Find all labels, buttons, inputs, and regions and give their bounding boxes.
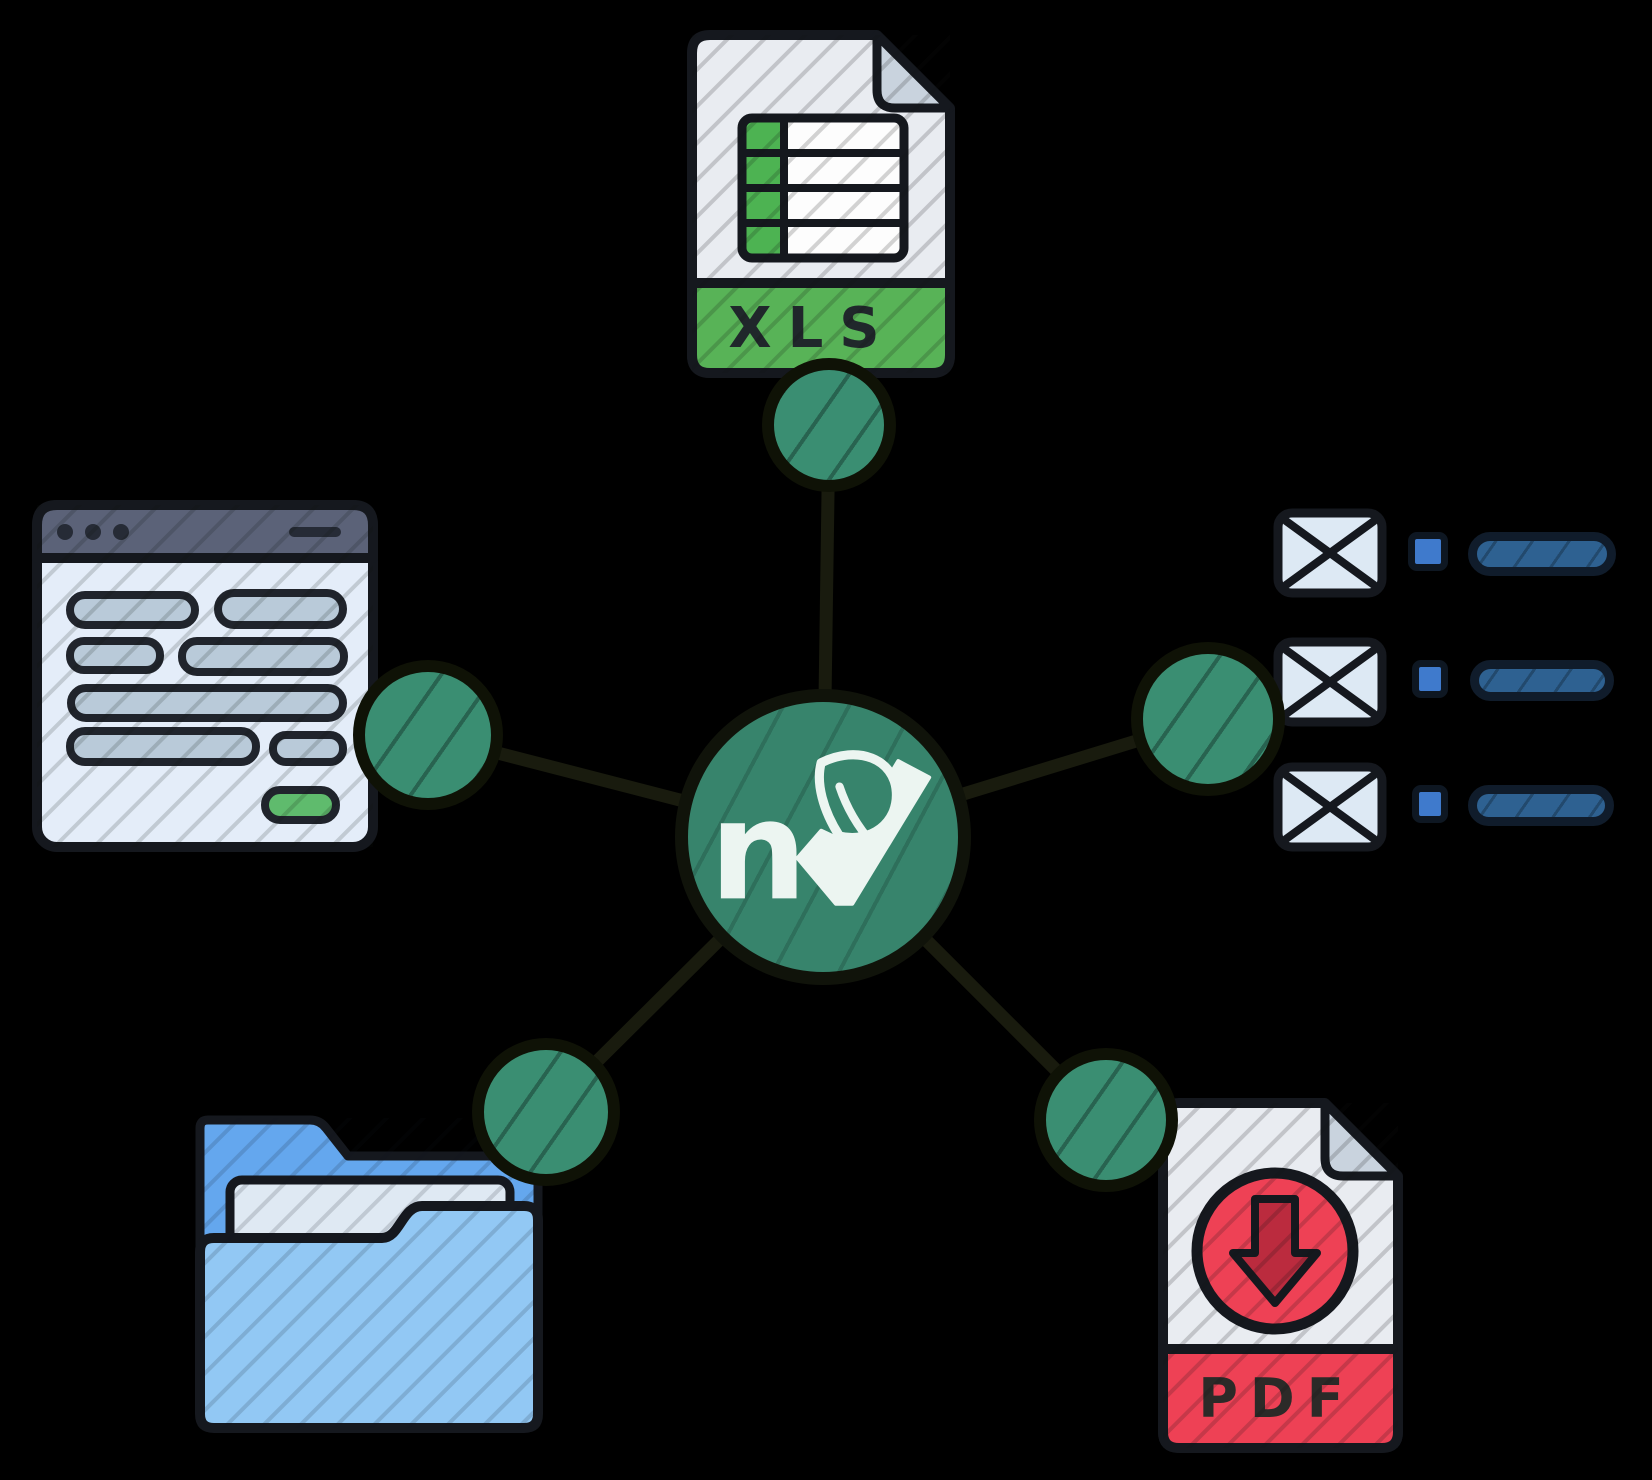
pdf-download-file-icon: PDF [1158,1098,1403,1453]
node-right [1131,642,1285,796]
node-left [353,660,503,810]
email-avatar-square [1412,660,1448,698]
email-row [1273,762,1616,852]
envelope-icon [1273,762,1387,852]
xls-spreadsheet-file-icon: XLS [687,30,955,378]
email-subject-bar [1468,785,1614,826]
email-avatar-square [1408,532,1448,571]
envelope-icon [1273,637,1387,727]
email-subject-bar [1468,532,1616,576]
node-bottom-left [472,1038,620,1186]
email-list [1273,508,1616,852]
browser-form-window-icon [32,500,378,852]
email-avatar-square [1412,785,1448,823]
hub-circle: n [675,689,971,985]
leaf-icon [814,750,901,843]
email-row [1273,637,1616,727]
envelope-icon [1273,508,1387,598]
email-row [1273,508,1616,598]
folder-icon [195,1115,543,1433]
leaf-stem [835,782,878,859]
email-subject-bar [1470,660,1614,701]
logo-letter-n: n [709,771,807,931]
node-top [762,358,896,492]
nv-logo: n [709,750,932,931]
node-bottom-right [1034,1048,1178,1192]
